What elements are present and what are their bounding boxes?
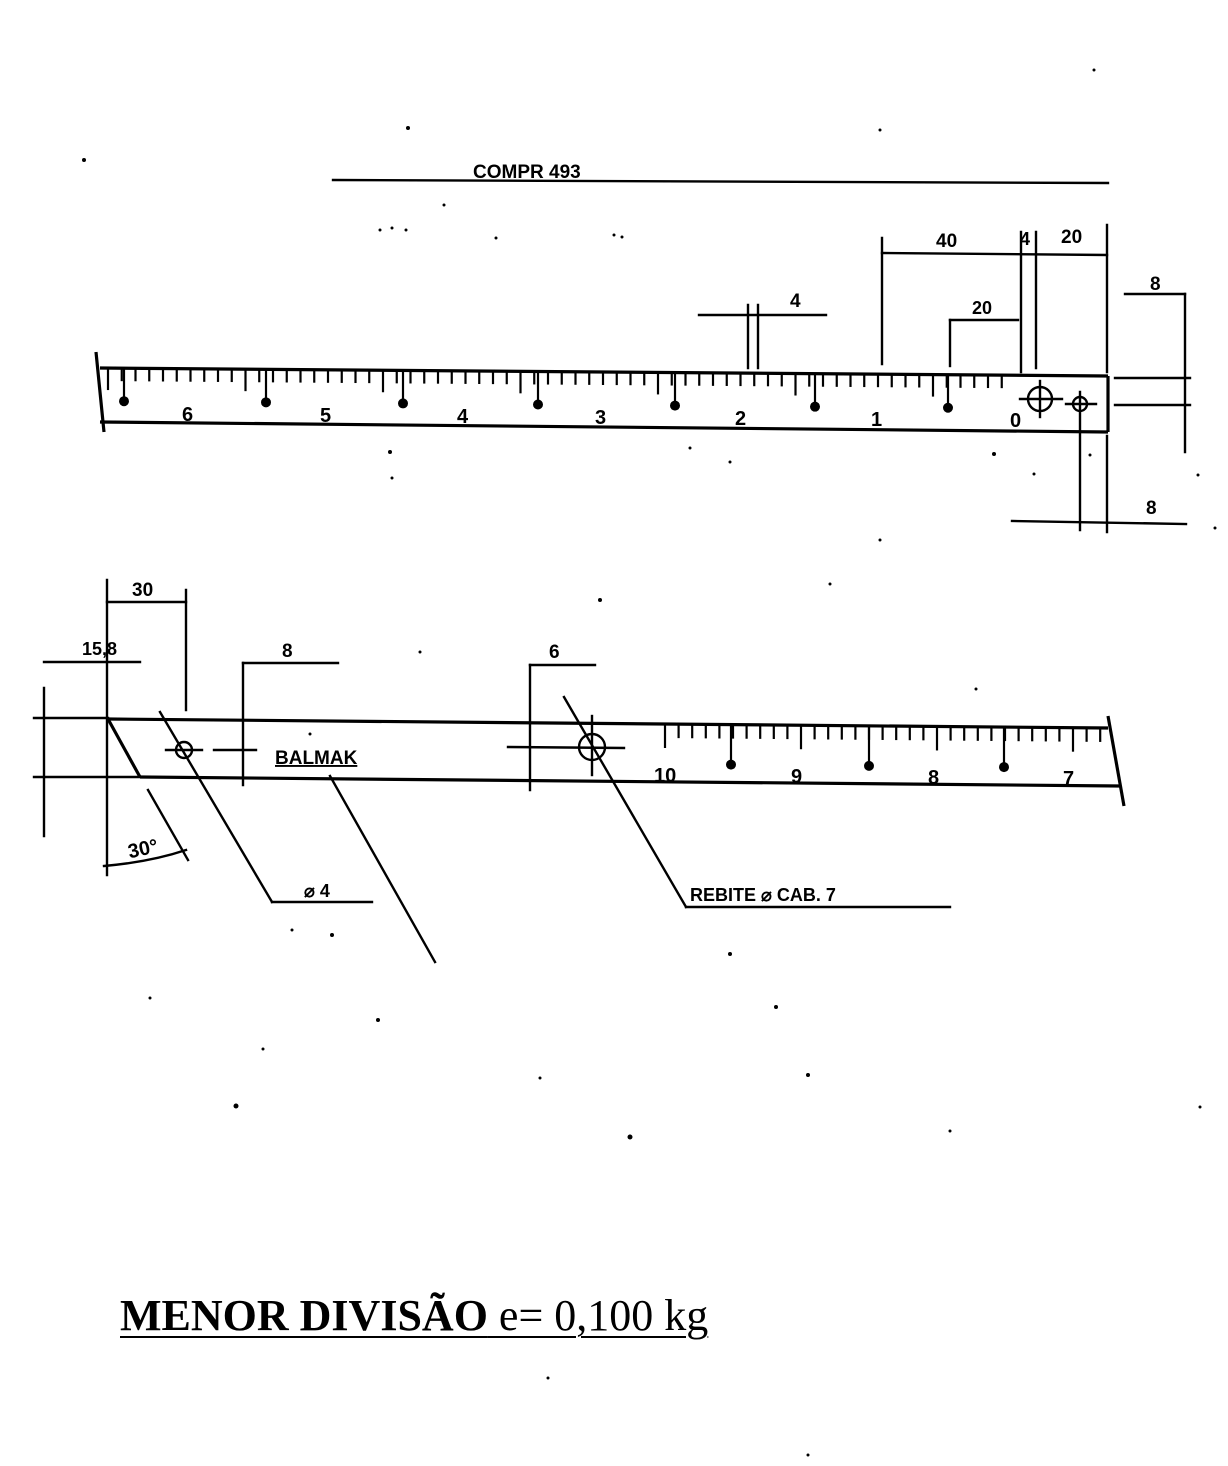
overall-length-label: COMPR 493 (473, 162, 581, 183)
speck-dot (442, 203, 446, 207)
top-scale-numbers: 6 5 4 3 2 1 0 (182, 404, 1021, 432)
speck-dot (418, 650, 422, 654)
scan-specks (82, 68, 1217, 1457)
top-large-hole (1018, 379, 1064, 419)
speck-dot (774, 1005, 778, 1009)
speck-dot (388, 450, 392, 454)
graduation-dot (261, 397, 271, 408)
speck-dot (1213, 526, 1217, 530)
graduation-dot (999, 762, 1009, 773)
speck-dot (308, 732, 312, 736)
speck-dot (728, 952, 732, 956)
graduation-dot (726, 759, 736, 770)
scale-number-7: 7 (1063, 768, 1074, 790)
speck-dot (82, 158, 86, 162)
speck-dot (233, 1103, 239, 1109)
bottom-scale-numbers: 10 9 8 7 (654, 765, 1074, 790)
graduation-dot (533, 399, 543, 410)
speck-dot (620, 235, 624, 239)
scale-number-8: 8 (928, 767, 939, 789)
dim-4-left-label: 4 (790, 291, 801, 312)
minimum-division-caption: MENOR DIVISÃO e= 0,100 kg (120, 1290, 708, 1341)
dim-4-right-label: 4 (1020, 229, 1030, 249)
speck-dot (1032, 472, 1036, 476)
caption-value-part: e= 0,100 kg (487, 1291, 709, 1340)
speck-dot (406, 126, 410, 130)
scale-number-4: 4 (457, 406, 469, 428)
speck-dot (627, 1134, 633, 1140)
speck-dot (376, 1018, 380, 1022)
speck-dot (828, 582, 832, 586)
dim-6-label: 6 (549, 642, 560, 663)
speck-dot (261, 1047, 265, 1051)
speck-dot (992, 452, 996, 456)
bottom-small-hole (164, 740, 258, 760)
hole-diameter-label: ⌀ 4 (304, 881, 330, 901)
speck-dot (390, 476, 394, 480)
graduation-dot (398, 398, 408, 409)
top-small-hole (1064, 390, 1098, 532)
graduation-dot (864, 760, 874, 771)
speck-dot (728, 460, 732, 464)
speck-dot (330, 933, 334, 937)
scale-number-0: 0 (1010, 410, 1021, 432)
top-graduation-dots (119, 368, 953, 413)
dim-15-8-label: 15,8 (82, 639, 117, 659)
graduation-dot (119, 396, 129, 407)
graduation-dot (670, 400, 680, 411)
caption-bold-part: MENOR DIVISÃO (120, 1291, 488, 1340)
speck-dot (404, 228, 408, 232)
graduation-dot (810, 401, 820, 412)
speck-dot (538, 1076, 542, 1080)
speck-dot (546, 1376, 550, 1380)
speck-dot (878, 128, 882, 132)
scale-number-10: 10 (654, 765, 676, 787)
speck-dot (598, 598, 602, 602)
speck-dot (1088, 453, 1092, 457)
speck-dot (290, 928, 294, 932)
speck-dot (688, 446, 692, 450)
speck-dot (494, 236, 498, 240)
top-graduation-ticks (106, 368, 1003, 397)
speck-dot (1198, 1105, 1202, 1109)
dim-20-inner-label: 20 (972, 298, 992, 318)
speck-dot (378, 228, 382, 232)
scale-number-6: 6 (182, 404, 193, 426)
dim-8-bottom-label: 8 (1146, 498, 1157, 519)
bottom-graduation-dots (726, 724, 1009, 773)
bottom-scale-bar: 15,8 30 30° ⌀ 4 8 BALMAK 6 (32, 578, 1126, 964)
speck-dot (806, 1453, 810, 1457)
speck-dot (390, 226, 394, 230)
scale-number-3: 3 (595, 407, 606, 429)
speck-dot (1092, 68, 1096, 72)
speck-dot (1196, 473, 1200, 477)
speck-dot (974, 687, 978, 691)
dim-30-label: 30 (132, 580, 153, 601)
rivet-label: REBITE ⌀ CAB. 7 (690, 885, 836, 905)
scale-number-5: 5 (320, 405, 331, 427)
dim-8-label: 8 (282, 641, 293, 662)
top-scale-bar: COMPR 493 6 5 4 3 2 1 0 (94, 162, 1192, 534)
speck-dot (878, 538, 882, 542)
scale-number-1: 1 (871, 409, 882, 431)
speck-dot (148, 996, 152, 1000)
brand-label: BALMAK (275, 748, 358, 769)
dim-20-top-label: 20 (1061, 227, 1082, 248)
dim-40-label: 40 (936, 231, 957, 252)
speck-dot (948, 1129, 952, 1133)
speck-dot (806, 1073, 810, 1077)
scale-number-2: 2 (735, 408, 746, 430)
speck-dot (612, 233, 616, 237)
graduation-dot (943, 402, 953, 413)
dim-8-top-label: 8 (1150, 274, 1161, 295)
scale-number-9: 9 (791, 766, 802, 788)
